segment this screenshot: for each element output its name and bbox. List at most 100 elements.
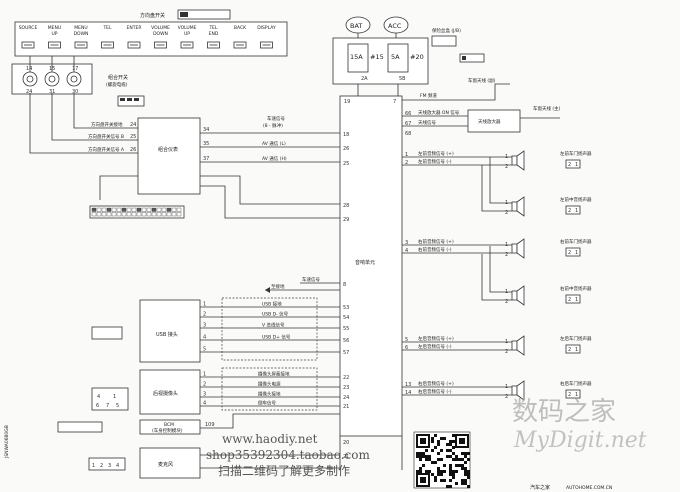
cluster-out-label: AV 通信 (H)	[262, 155, 287, 162]
connector-pin-icon	[146, 212, 152, 217]
usb-pin: 2	[203, 312, 206, 318]
qr-module	[464, 452, 467, 455]
qr-module	[455, 455, 458, 458]
connector-pin-icon	[96, 212, 102, 217]
qr-module	[461, 467, 464, 470]
connector-pin-icon	[116, 207, 122, 212]
audio-ground: 至接地	[271, 283, 285, 290]
switch-button-label: UP	[51, 31, 57, 37]
camera-signal-label: 摄像头屏蔽接地	[258, 371, 290, 378]
speaker-title: 右后车门扬声器	[560, 380, 592, 387]
switch-button-label: VOLUME	[151, 25, 170, 31]
audio-cam-pin: 21	[343, 404, 349, 410]
acc-label: ACC	[388, 22, 402, 30]
autohome-label: 汽车之家	[530, 484, 550, 491]
qr-module	[425, 455, 428, 458]
cluster-out-pin: 35	[203, 141, 209, 147]
connector-pin-icon	[176, 207, 182, 212]
camera-conn-pin: 4	[97, 394, 100, 400]
mic-conn-pin: 2	[100, 463, 103, 469]
qr-module	[452, 470, 455, 473]
speaker-signal-label: 右前音频信号 (-)	[418, 246, 452, 253]
qr-module	[437, 440, 440, 443]
steering-switch-title: 方向盘开关	[140, 12, 165, 19]
qr-module	[452, 458, 455, 461]
audio-right-pin: 67	[405, 121, 411, 127]
qr-module	[440, 437, 443, 440]
speaker-conn-pin: 2	[568, 208, 571, 214]
antenna-amp-label: 天线信号	[418, 119, 436, 126]
fuse2-pin: 5B	[399, 76, 406, 82]
mic-frame	[139, 447, 201, 479]
qr-module	[464, 467, 467, 470]
audio-pin-19: 19	[344, 99, 350, 105]
audio-right-pin: 13	[405, 382, 411, 388]
camera-connector-frame	[91, 387, 129, 411]
usb-signal-label: USB D+ 信号	[262, 334, 291, 341]
camera-conn-pin: 7	[106, 403, 109, 409]
camera-connector: 4 1 6 7 5	[91, 387, 129, 411]
mic-conn-pin: 3	[108, 463, 111, 469]
mic-conn-pin: 1	[92, 463, 95, 469]
qr-module	[464, 461, 467, 464]
cs-pin-30: 30	[72, 89, 78, 95]
speaker-pin: 2	[505, 210, 508, 216]
clock-spring: 14 15 17 24 31 30	[11, 56, 93, 95]
connector-pin-icon	[111, 207, 117, 212]
connector-pin-icon	[91, 212, 97, 217]
qr-module	[467, 470, 470, 473]
fuse2-num: #20	[410, 53, 424, 61]
audio-usb-pin: 53	[343, 305, 349, 311]
qr-module	[467, 458, 470, 461]
qr-module	[446, 455, 449, 458]
qr-module	[419, 467, 422, 470]
switch-button-label: ENTER	[127, 25, 142, 31]
qr-module	[422, 452, 425, 455]
audio-usb-pin: 55	[343, 326, 349, 332]
usb-pin: 5	[203, 347, 206, 353]
qr-module	[431, 440, 434, 443]
watermark-url: www.haodiy.net	[222, 432, 318, 446]
qr-module	[425, 458, 428, 461]
qr-module	[467, 476, 470, 479]
wire	[489, 157, 512, 204]
usb-pin: 1	[203, 302, 206, 308]
speaker-title: 右前车门扬声器	[560, 238, 592, 245]
audio-right-pin: 68	[405, 131, 411, 137]
connector-pin-icon	[151, 212, 157, 217]
qr-module	[446, 449, 449, 452]
watermarks: 数码之家 MyDigit.net www.haodiy.net shop3539…	[206, 397, 647, 491]
qr-module	[455, 458, 458, 461]
switch-button-label: DISPLAY	[257, 25, 276, 31]
qr-module	[449, 479, 452, 482]
cs-terminal-core-icon	[26, 75, 34, 83]
speaker-connector-icon	[565, 294, 581, 304]
qr-module	[452, 476, 455, 479]
cluster-out-pin: 34	[203, 127, 209, 133]
qr-module	[434, 476, 437, 479]
connector-pin-icon	[91, 207, 97, 212]
qr-module	[443, 470, 446, 473]
qr-module	[440, 458, 443, 461]
antenna-main-label: 车窗天线 (主)	[533, 105, 561, 112]
cluster-in-label: 方向盘开关信号 A	[88, 146, 125, 153]
combo-connector-pin-icon	[134, 98, 139, 101]
camera-pin: 2	[203, 382, 206, 388]
wire	[200, 413, 340, 429]
cs-terminal-core-icon	[70, 75, 78, 83]
wire	[481, 165, 512, 212]
fm-antenna: FM 频道 车窗天线 (副) 车窗天线 (主)	[402, 77, 561, 119]
qr-module	[434, 446, 437, 449]
speaker-icon	[511, 201, 518, 212]
switch-button-label: END	[209, 31, 219, 37]
fuse-15	[347, 43, 369, 73]
connector-pin-icon	[106, 212, 112, 217]
speaker-connector-icon	[565, 205, 581, 215]
connector-pin-icon	[111, 212, 117, 217]
audio-unit-frame	[339, 95, 403, 437]
wire	[200, 175, 340, 205]
